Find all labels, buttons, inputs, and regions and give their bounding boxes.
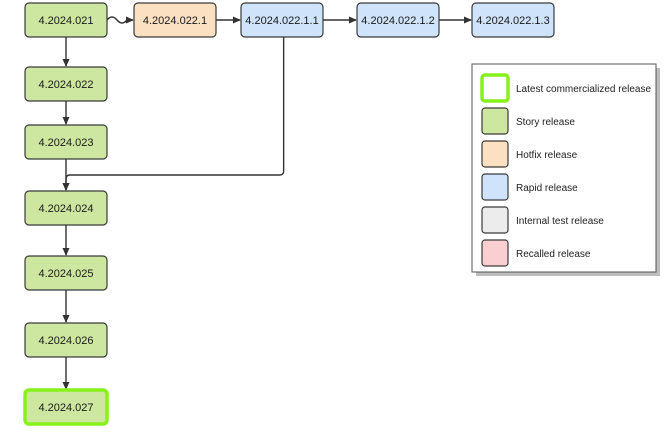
release-node-box (24, 255, 108, 291)
legend-swatch-rapid (481, 173, 509, 201)
release-node-box (24, 66, 108, 102)
release-node-4.2024.024[interactable]: 4.2024.024 (24, 190, 108, 226)
release-node-box (24, 2, 108, 38)
release-node-4.2024.021[interactable]: 4.2024.021 (24, 2, 108, 38)
legend-item-recalled: Recalled release (481, 239, 591, 267)
legend-item-rapid: Rapid release (481, 173, 578, 201)
release-node-box (356, 2, 440, 38)
release-node-label: 4.2024.022 (38, 79, 93, 91)
legend-swatch-story (481, 107, 509, 135)
legend-item-story: Story release (481, 107, 575, 135)
release-node-4.2024.025[interactable]: 4.2024.025 (24, 255, 108, 291)
release-node-label: 4.2024.025 (38, 268, 93, 280)
legend-label: Internal test release (516, 216, 604, 227)
legend-item-latest: Latest commercialized release (480, 73, 651, 103)
edge-r11-to-n24 (62, 37, 285, 191)
release-node-label: 4.2024.023 (38, 137, 93, 149)
legend-swatch-recalled (481, 239, 509, 267)
release-node-label: 4.2024.022.1 (143, 15, 207, 27)
release-node-4.2024.022.1.1[interactable]: 4.2024.022.1.1 (240, 2, 324, 38)
release-node-box (24, 190, 108, 226)
legend-swatch-hotfix (481, 140, 509, 168)
release-node-4.2024.022.1.3[interactable]: 4.2024.022.1.3 (471, 2, 555, 38)
release-node-label: 4.2024.021 (38, 15, 93, 27)
edge-n21-to-h1 (106, 16, 134, 24)
node-layer: 4.2024.021 4.2024.022 4.2024.023 4.2024.024… (23, 2, 555, 426)
legend-label: Recalled release (516, 249, 591, 260)
legend-swatch-latest (480, 73, 510, 103)
release-node-4.2024.022[interactable]: 4.2024.022 (24, 66, 108, 102)
release-node-box (133, 2, 217, 38)
release-node-label: 4.2024.026 (38, 335, 93, 347)
legend-label: Rapid release (516, 183, 578, 194)
release-node-label: 4.2024.022.1.3 (476, 15, 549, 27)
release-node-4.2024.022.1.2[interactable]: 4.2024.022.1.2 (356, 2, 440, 38)
edge-layer (62, 16, 472, 390)
legend-label: Story release (516, 117, 575, 128)
release-node-label: 4.2024.027 (38, 402, 93, 414)
legend-label: Latest commercialized release (516, 84, 651, 95)
release-node-4.2024.027[interactable]: 4.2024.027 (23, 388, 109, 426)
legend-item-hotfix: Hotfix release (481, 140, 578, 168)
legend-label: Hotfix release (516, 150, 578, 161)
release-node-box (471, 2, 555, 38)
release-node-box (24, 322, 108, 358)
legend-item-internal: Internal test release (481, 206, 604, 234)
release-node-4.2024.026[interactable]: 4.2024.026 (24, 322, 108, 358)
release-node-box (240, 2, 324, 38)
release-node-4.2024.022.1[interactable]: 4.2024.022.1 (133, 2, 217, 38)
release-node-box (23, 388, 109, 426)
release-node-4.2024.023[interactable]: 4.2024.023 (24, 124, 108, 160)
release-node-label: 4.2024.022.1.2 (361, 15, 434, 27)
release-node-label: 4.2024.024 (38, 203, 93, 215)
release-node-box (24, 124, 108, 160)
release-node-label: 4.2024.022.1.1 (245, 15, 318, 27)
legend-swatch-internal (481, 206, 509, 234)
